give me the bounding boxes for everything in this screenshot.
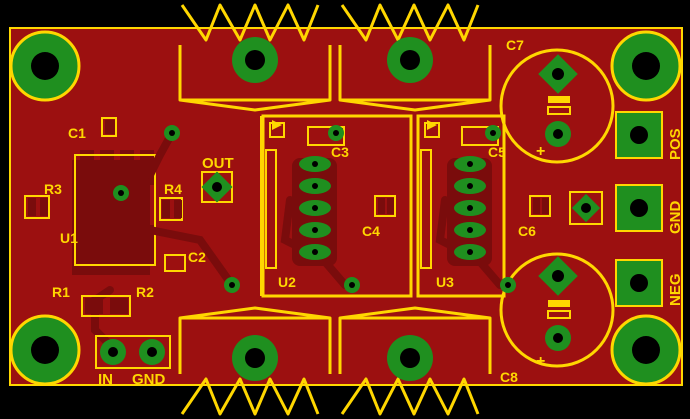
label-plus-c8: + <box>536 353 545 370</box>
label-r2: R2 <box>136 284 154 300</box>
heatsink-hole-2 <box>387 37 433 83</box>
u3-pads <box>447 156 492 266</box>
label-c2: C2 <box>188 249 206 265</box>
label-pos: POS <box>667 128 684 160</box>
heatsink-hole-4 <box>387 335 433 381</box>
label-gnd: GND <box>132 371 166 388</box>
mounting-hole-top-left <box>9 30 81 102</box>
capacitor-c8-pads <box>538 256 578 351</box>
u2-pads <box>292 156 337 266</box>
capacitor-c7-outline <box>499 48 615 164</box>
label-c8: C8 <box>500 369 518 385</box>
label-c6: C6 <box>518 223 536 239</box>
heatsink-hole-3 <box>232 335 278 381</box>
label-c3: C3 <box>331 144 349 160</box>
in-gnd-connector <box>95 335 171 369</box>
label-u1: U1 <box>60 230 78 246</box>
capacitor-c8-outline <box>499 252 615 368</box>
u1-pads <box>80 150 154 265</box>
label-r4: R4 <box>164 181 182 197</box>
label-plus-c7: + <box>536 143 545 160</box>
label-gnd-right: GND <box>667 201 684 235</box>
label-in: IN <box>98 371 113 388</box>
label-u2: U2 <box>278 274 296 290</box>
label-neg: NEG <box>667 273 684 306</box>
power-connector <box>569 111 663 307</box>
out-pad <box>201 171 233 203</box>
mounting-hole-bottom-left <box>9 314 81 386</box>
heatsink-right-outline <box>338 3 492 416</box>
label-c5: C5 <box>488 144 506 160</box>
vias <box>113 125 516 293</box>
label-u3: U3 <box>436 274 454 290</box>
mounting-hole-top-right <box>610 30 682 102</box>
heatsink-hole-1 <box>232 37 278 83</box>
label-r1: R1 <box>52 284 70 300</box>
label-r3: R3 <box>44 181 62 197</box>
u3-outline <box>416 114 506 298</box>
mounting-hole-bottom-right <box>610 314 682 386</box>
label-out: OUT <box>202 155 234 172</box>
label-c1: C1 <box>68 125 86 141</box>
label-c4: C4 <box>362 223 380 239</box>
label-c7: C7 <box>506 37 524 53</box>
heatsink-left-outline <box>178 3 332 416</box>
capacitor-c7-pads <box>538 54 578 147</box>
